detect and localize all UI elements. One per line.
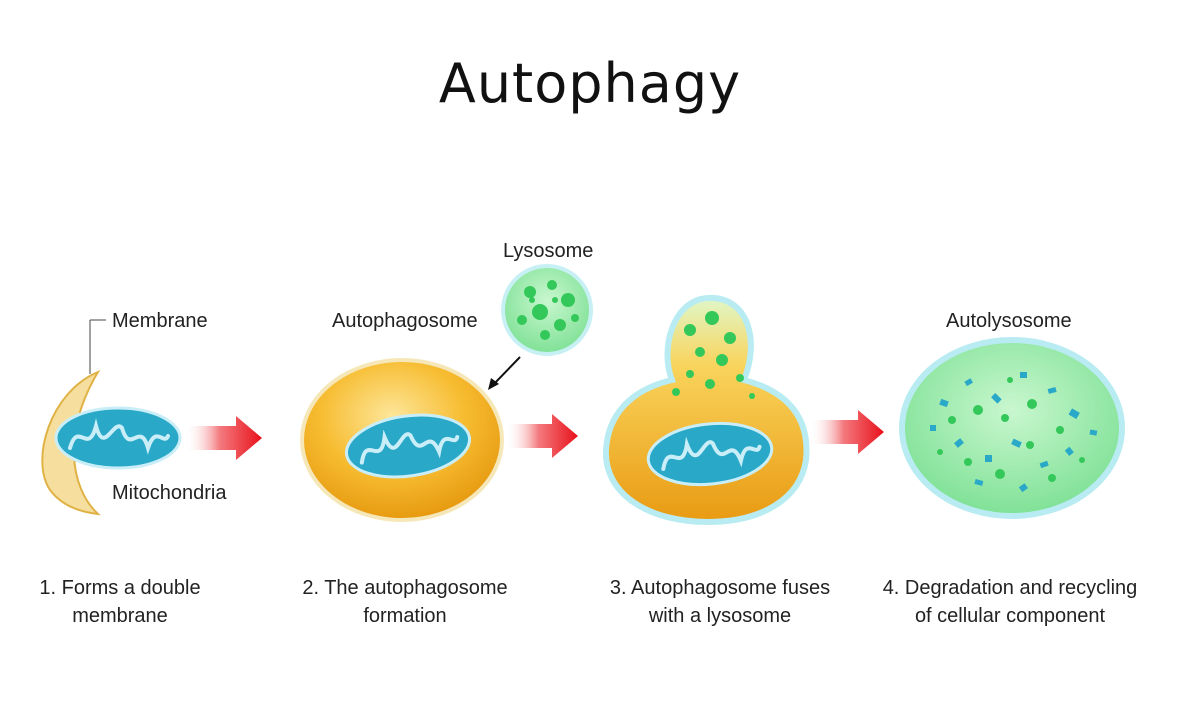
step-3-line-1: 3. Autophagosome fuses: [609, 577, 831, 599]
autolysosome-label: Autolysosome: [946, 310, 1072, 332]
step-1-caption: 1. Forms a double membrane: [20, 574, 220, 630]
step-2-line-2: formation: [363, 605, 447, 627]
step-4-caption: 4. Degradation and recycling of cellular…: [875, 574, 1145, 630]
membrane-label: Membrane: [112, 310, 208, 332]
step-1-line-2: membrane: [72, 605, 168, 627]
lysosome-label: Lysosome: [503, 240, 594, 262]
step1-mitochondria-shape: [54, 406, 182, 470]
step-2-caption: 2. The autophagosome formation: [290, 574, 520, 630]
step-4-line-1: 4. Degradation and recycling: [882, 577, 1138, 599]
step-3-line-2: with a lysosome: [648, 605, 792, 627]
diagram-title: Autophagy: [438, 52, 742, 115]
autophagosome-label: Autophagosome: [332, 310, 478, 332]
step1-membrane-shape: [41, 319, 182, 516]
arrow-1-icon: [185, 416, 262, 460]
step-2-line-1: 2. The autophagosome: [302, 577, 508, 599]
step-3-caption: 3. Autophagosome fuses with a lysosome: [595, 574, 845, 630]
lysosome-shape: [501, 264, 593, 356]
step4-autolysosome-shape: [899, 337, 1125, 519]
step-1-line-1: 1. Forms a double: [39, 577, 201, 599]
step-4-line-2: of cellular component: [914, 605, 1106, 627]
step2-autophagosome-shape: [300, 356, 521, 522]
arrow-2-icon: [506, 414, 578, 458]
arrow-3-icon: [810, 410, 884, 454]
step3-fusion-shape: [602, 294, 810, 526]
mitochondria-label: Mitochondria: [112, 482, 227, 504]
